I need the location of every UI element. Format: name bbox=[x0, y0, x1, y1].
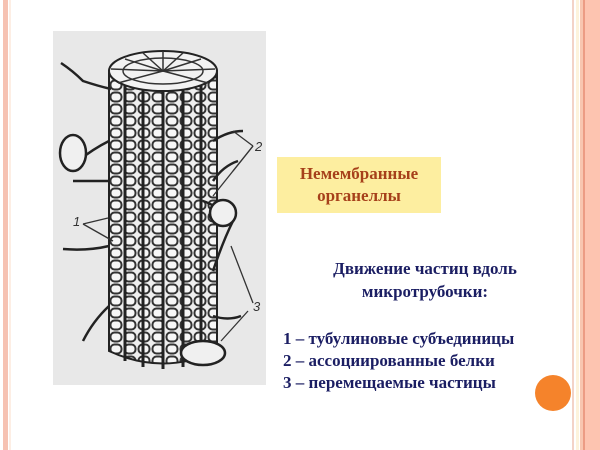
label-3: 3 bbox=[253, 299, 261, 314]
title-line-1: Немембранные bbox=[299, 164, 419, 183]
label-2: 2 bbox=[254, 139, 263, 154]
label-1: 1 bbox=[73, 214, 80, 229]
left-decorative-stripe-thin bbox=[9, 0, 11, 450]
microtubule-diagram: 2 1 3 bbox=[53, 31, 266, 385]
title-line-2: органеллы bbox=[317, 186, 401, 205]
decorative-orange-circle bbox=[535, 375, 571, 411]
right-decorative-border bbox=[570, 0, 600, 450]
legend-item-2: 2 – ассоциированные белки bbox=[283, 351, 495, 370]
legend-item-3: 3 – перемещаемые частицы bbox=[283, 373, 496, 392]
subtitle-line-1: Движение частиц вдоль bbox=[333, 259, 517, 278]
title-box: Немембранные органеллы bbox=[277, 157, 441, 213]
legend-list: 1 – тубулиновые субъединицы 2 – ассоциир… bbox=[283, 328, 514, 394]
subtitle: Движение частиц вдоль микротрубочки: bbox=[290, 257, 560, 303]
legend-item-1: 1 – тубулиновые субъединицы bbox=[283, 329, 515, 348]
left-decorative-stripe bbox=[3, 0, 8, 450]
subtitle-line-2: микротрубочки: bbox=[361, 282, 489, 301]
